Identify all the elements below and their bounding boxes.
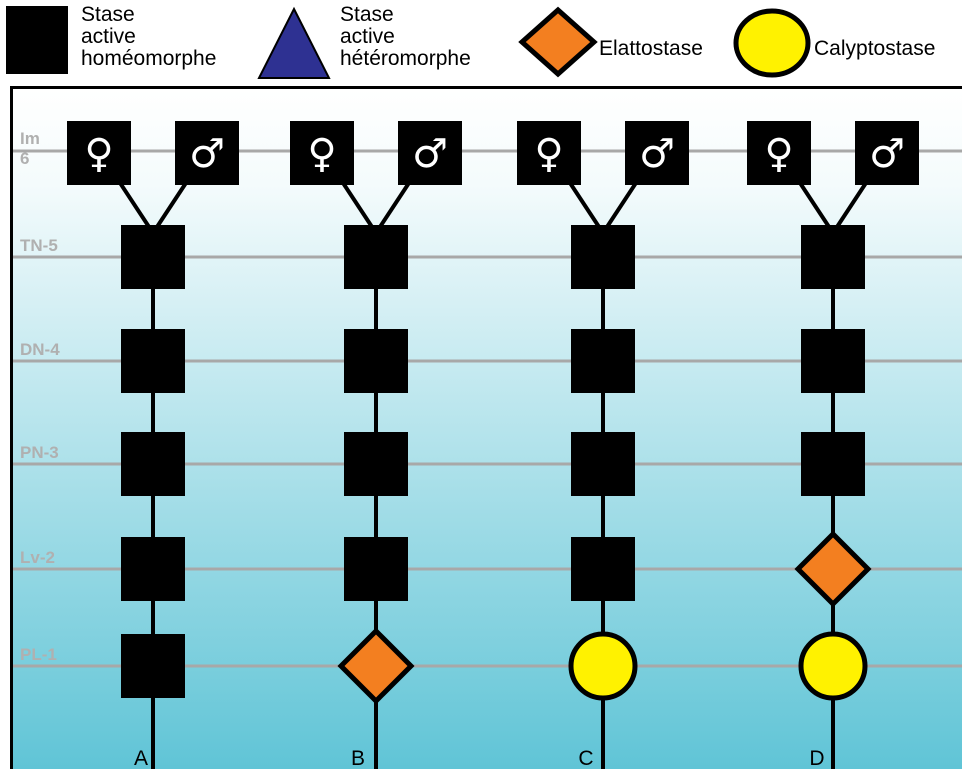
legend-label-calyptostase: Calyptostase <box>814 38 935 60</box>
stage-lv-square <box>121 537 185 601</box>
stage-pn-square <box>344 432 408 496</box>
female-box <box>290 121 354 185</box>
female-symbol-icon: ♀ <box>764 131 793 177</box>
legend-label-line: Stase <box>340 3 394 26</box>
male-box <box>398 121 462 185</box>
male-box <box>175 121 239 185</box>
legend-label-line: Elattostase <box>599 37 703 60</box>
stage-lv-square <box>571 537 635 601</box>
legend-triangle-icon <box>257 6 331 79</box>
legend-label-homeomorphe: Stase active homéomorphe <box>81 4 216 70</box>
lineage-column-b: ♀ ♂ B <box>290 121 462 769</box>
stage-tn-square <box>571 225 635 289</box>
male-box <box>625 121 689 185</box>
stage-pn-square <box>571 432 635 496</box>
male-symbol-icon: ♂ <box>639 131 675 177</box>
stage-label-im: 6 <box>20 149 29 168</box>
stage-pl-square <box>121 634 185 698</box>
stage-tn-square <box>121 225 185 289</box>
stage-tn-square <box>344 225 408 289</box>
female-box <box>517 121 581 185</box>
column-label: A <box>134 747 148 769</box>
stage-lv-square <box>344 537 408 601</box>
stage-pl-diamond <box>337 627 415 705</box>
female-symbol-icon: ♀ <box>307 131 336 177</box>
legend-circle-icon <box>733 8 811 78</box>
female-symbol-icon: ♀ <box>84 131 113 177</box>
stage-pn-square <box>121 432 185 496</box>
legend-label-line: Stase <box>81 3 135 26</box>
stage-label-lv: Lv-2 <box>20 548 55 567</box>
female-box <box>747 121 811 185</box>
stage-dn-square <box>344 329 408 393</box>
stage-dn-square <box>801 329 865 393</box>
stage-label-im: Im <box>20 129 40 148</box>
stage-dn-square <box>121 329 185 393</box>
male-symbol-icon: ♂ <box>412 131 448 177</box>
female-symbol-icon: ♀ <box>534 131 563 177</box>
legend-label-heteromorphe: Stase active hétéromorphe <box>340 4 471 70</box>
lineage-column-c: ♀ ♂ C <box>517 121 689 769</box>
legend: Stase active homéomorphe Stase active hé… <box>0 0 962 84</box>
female-box <box>67 121 131 185</box>
legend-label-elattostase: Elattostase <box>599 38 703 60</box>
stage-label-pl: PL-1 <box>20 645 57 664</box>
lineage-columns: ♀ ♂ A ♀ ♂ B ♀ ♂ C ♀ ♂ D <box>67 121 919 769</box>
column-label: C <box>578 747 593 769</box>
legend-label-line: hétéromorphe <box>340 47 471 70</box>
male-box <box>855 121 919 185</box>
legend-label-line: Calyptostase <box>814 37 936 60</box>
lineage-column-d: ♀ ♂ D <box>747 121 919 769</box>
stage-label-dn: DN-4 <box>20 340 60 359</box>
stage-lv-diamond <box>794 530 872 608</box>
legend-label-line: active <box>81 25 136 48</box>
stage-label-tn: TN-5 <box>20 236 58 255</box>
stage-dn-square <box>571 329 635 393</box>
legend-square-icon <box>6 6 68 74</box>
legend-label-line: active <box>340 25 395 48</box>
column-label: D <box>809 747 824 769</box>
male-symbol-icon: ♂ <box>189 131 225 177</box>
stage-label-pn: PN-3 <box>20 443 59 462</box>
stage-pl-circle <box>798 631 868 701</box>
legend-diamond-icon <box>518 6 598 78</box>
stage-tn-square <box>801 225 865 289</box>
legend-label-line: homéomorphe <box>81 47 217 70</box>
lineage-column-a: ♀ ♂ A <box>67 121 239 769</box>
stage-pl-circle <box>568 631 638 701</box>
male-symbol-icon: ♂ <box>869 131 905 177</box>
column-label: B <box>351 747 365 769</box>
stage-pn-square <box>801 432 865 496</box>
